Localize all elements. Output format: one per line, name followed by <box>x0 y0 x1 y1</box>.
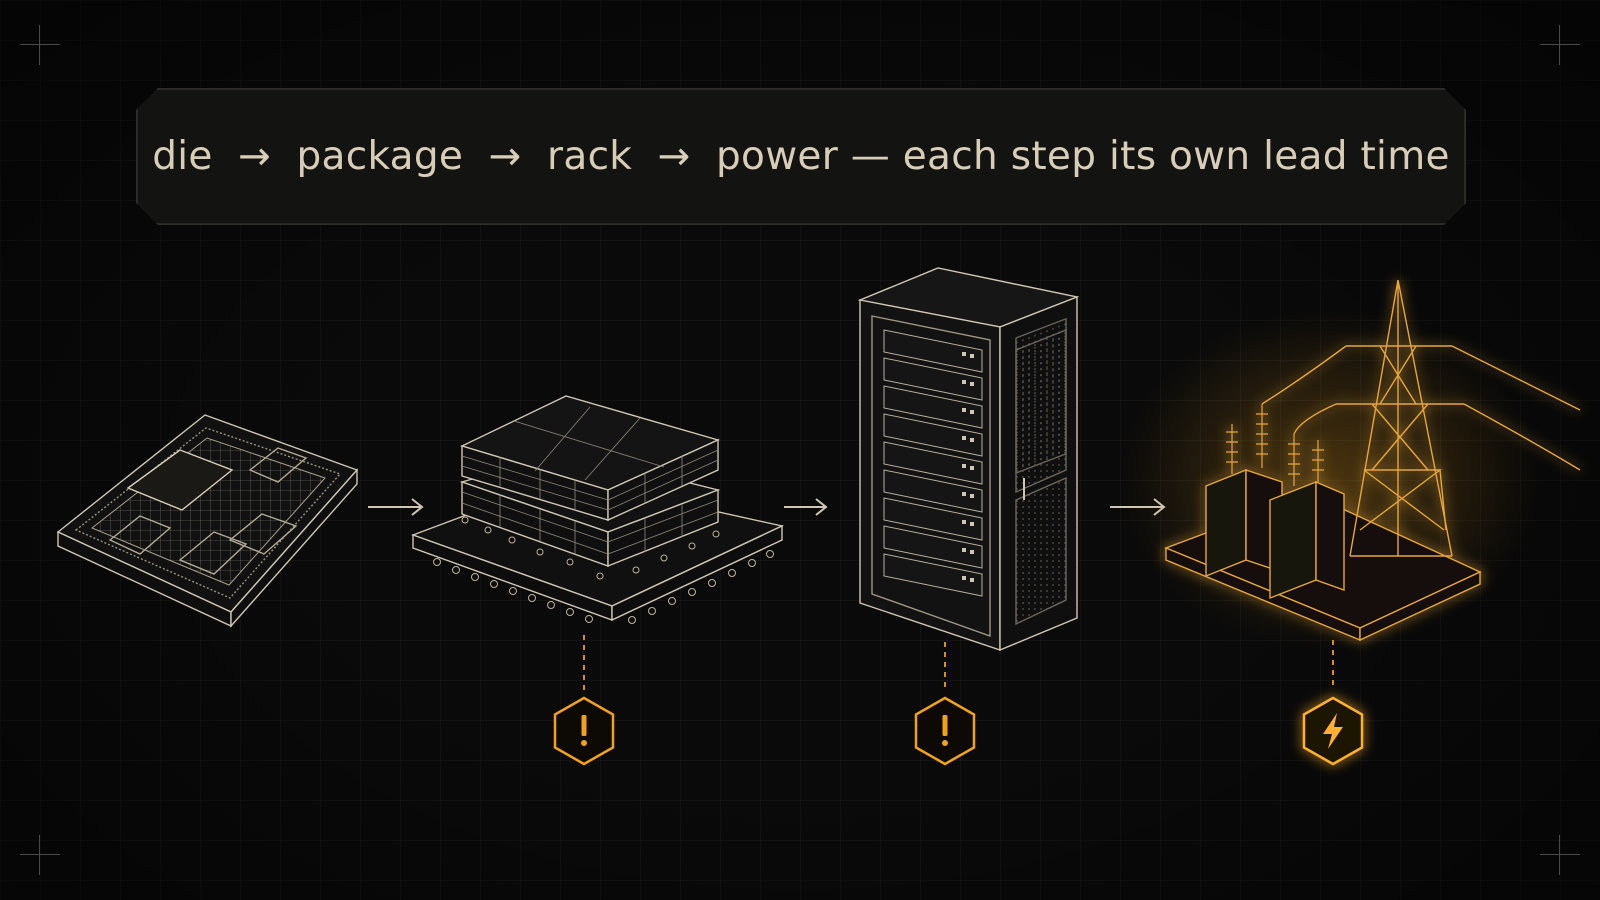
chip-package-icon <box>410 395 785 624</box>
warning-hexagon-icon <box>914 696 976 766</box>
arrow-separator-1: → <box>238 134 272 179</box>
arrow-separator-3: → <box>657 134 691 179</box>
corner-mark-bottom-right <box>1540 835 1580 875</box>
arrow-separator-2: → <box>488 134 522 179</box>
step-power-label: power <box>716 134 839 179</box>
lightning-hexagon-icon <box>1302 696 1364 766</box>
warning-hexagon-icon <box>553 696 615 766</box>
banner-tagline: each step its own lead time <box>902 134 1450 179</box>
banner-title: die → package → rack → power — each step… <box>137 89 1465 224</box>
step-die-label: die <box>152 134 213 179</box>
corner-mark-top-left <box>20 25 60 65</box>
server-rack-icon <box>857 267 1080 652</box>
silicon-die-icon <box>56 414 359 628</box>
step-package-label: package <box>296 134 464 179</box>
em-dash: — <box>850 134 891 179</box>
flow-arrow-2 <box>784 498 828 516</box>
step-rack-label: rack <box>547 134 633 179</box>
title-banner: die → package → rack → power — each step… <box>136 88 1466 225</box>
corner-mark-top-right <box>1540 25 1580 65</box>
flow-arrow-1 <box>368 498 424 516</box>
corner-mark-bottom-left <box>20 835 60 875</box>
power-substation-icon <box>1120 279 1581 650</box>
